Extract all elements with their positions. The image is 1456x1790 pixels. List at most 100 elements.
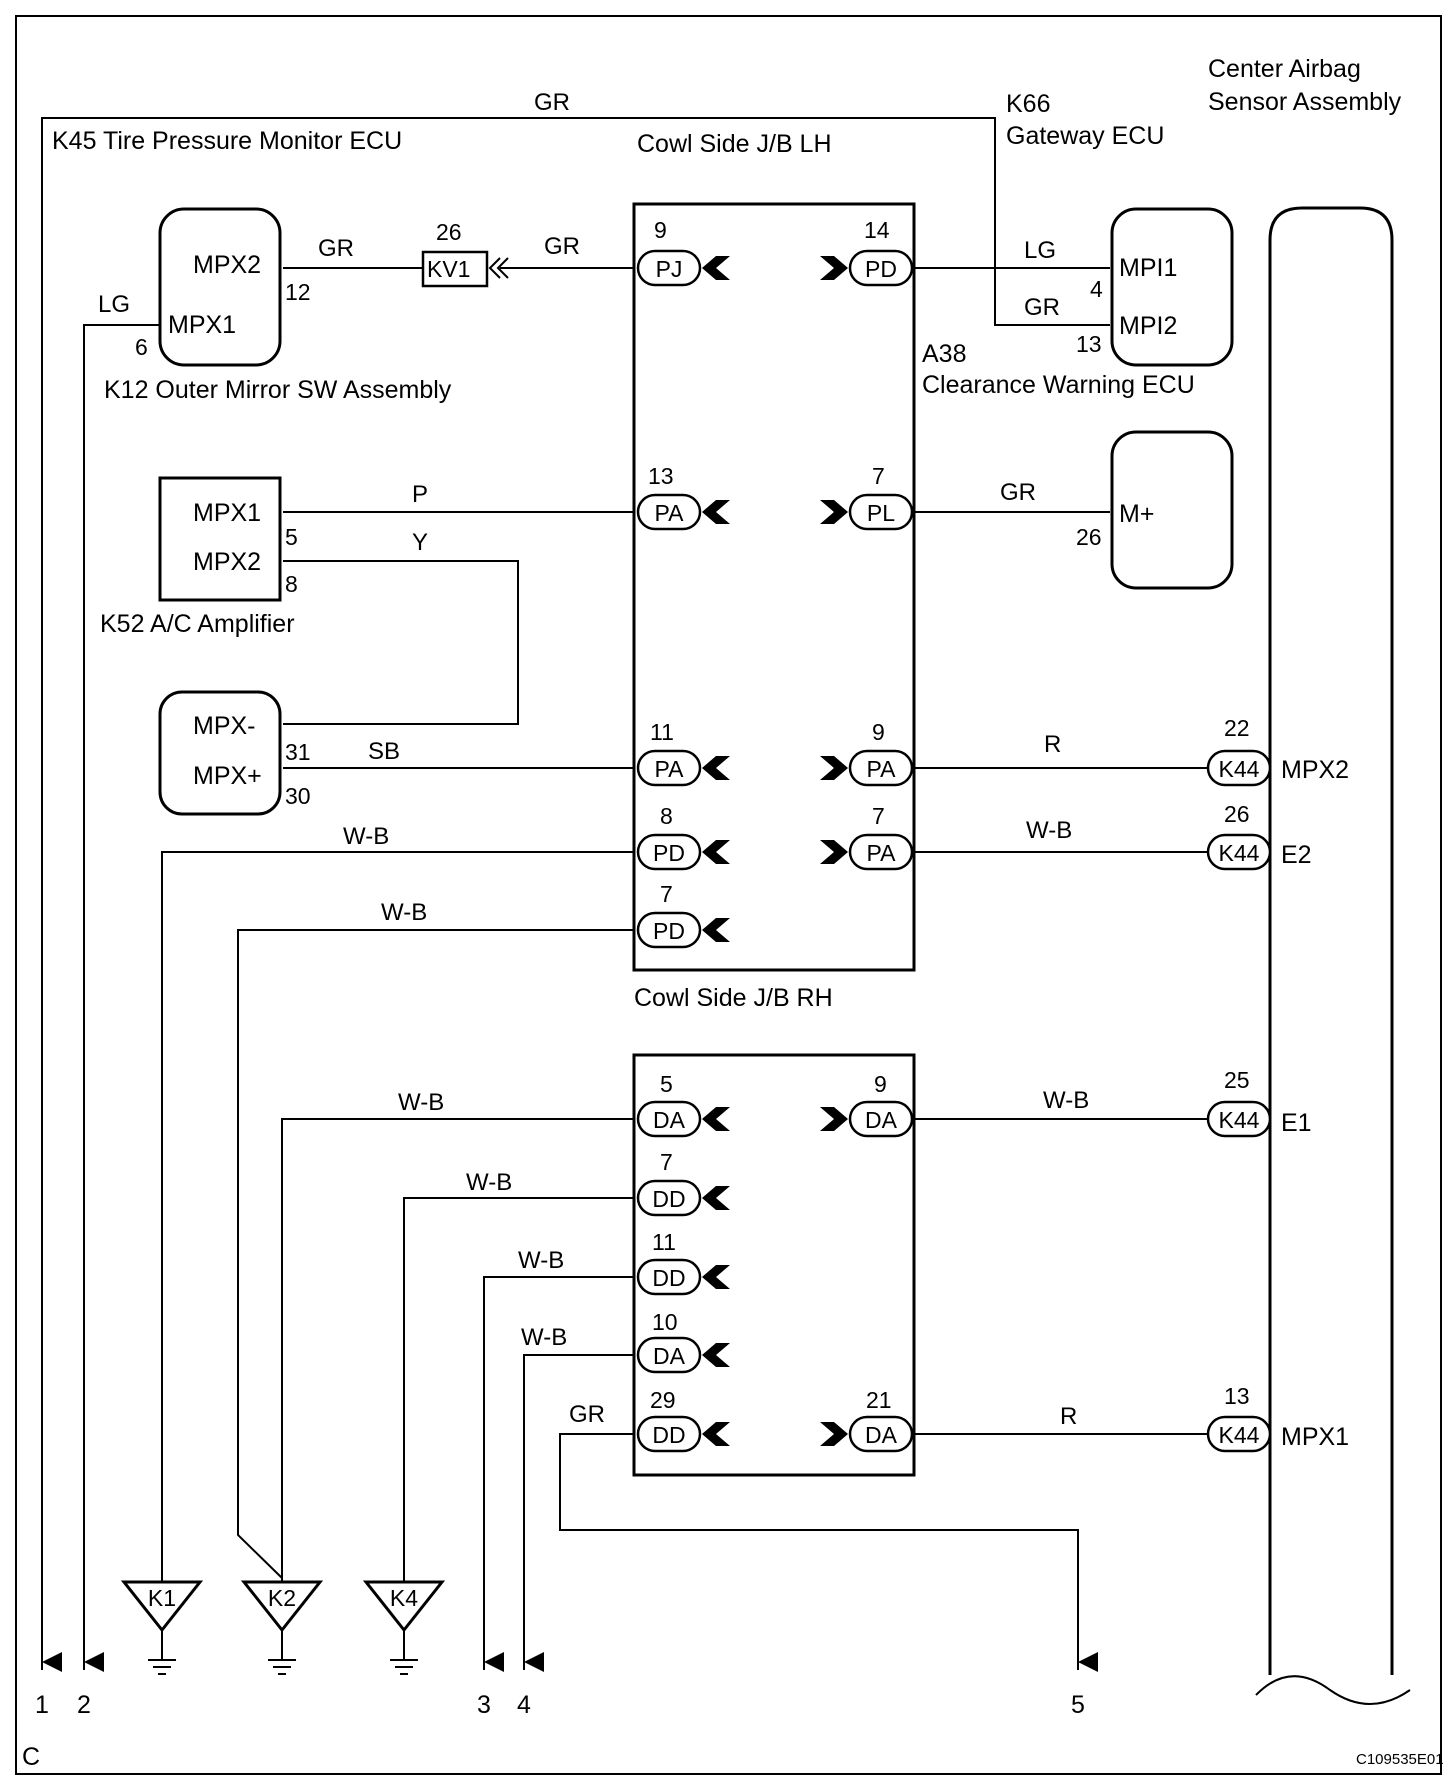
k52-mpx2-terminal: MPX2	[193, 548, 261, 576]
wire-wb-e2: W-B	[1026, 817, 1072, 844]
rh-da-code-5: DA	[653, 1107, 686, 1133]
lh-pa-pin-9: 9	[872, 719, 885, 745]
lh-pd-pin-14: 14	[864, 217, 890, 243]
figure-code: C109535E01	[1356, 1751, 1444, 1768]
ground-k4-label: K4	[390, 1585, 418, 1611]
cab-mpx2-terminal: MPX2	[1281, 756, 1349, 784]
a38-code: A38	[922, 340, 966, 368]
k44-pin-13: 13	[1224, 1383, 1250, 1409]
rh-dd-pin-29: 29	[650, 1387, 676, 1413]
center-airbag-break	[1255, 1675, 1411, 1705]
k52-pin-8: 8	[285, 571, 298, 597]
k44-code-e1: K44	[1219, 1107, 1260, 1133]
ground-k2-label: K2	[268, 1585, 296, 1611]
rh-dd-code-7: DD	[652, 1186, 685, 1212]
ground-symbols	[120, 1580, 446, 1675]
rh-da-code-10: DA	[653, 1343, 686, 1369]
wire-sb: SB	[368, 738, 400, 765]
rh-da-pin-5: 5	[660, 1071, 673, 1097]
diagram-frame	[15, 15, 1442, 1775]
output-2-label: 2	[77, 1691, 91, 1719]
lh-pj-code: PJ	[656, 256, 683, 282]
k45-box	[158, 690, 282, 816]
k12-mpx2-terminal: MPX2	[193, 251, 261, 279]
lh-pd-pin-7: 7	[660, 881, 673, 907]
output-3-label: 3	[477, 1691, 491, 1719]
a38-mplus-terminal: M+	[1119, 500, 1154, 528]
wire-wb-dd7: W-B	[466, 1169, 512, 1196]
k44-pin-26: 26	[1224, 801, 1250, 827]
a38-box	[1110, 430, 1234, 590]
corner-letter: C	[22, 1743, 40, 1771]
rh-dd-code-29: DD	[652, 1422, 685, 1448]
ground-k1-label: K1	[148, 1585, 176, 1611]
lh-pa-code-7: PA	[867, 840, 897, 866]
wire-lg-k12: LG	[98, 291, 130, 318]
k44-code-mpx2: K44	[1219, 756, 1260, 782]
k45-label: K45 Tire Pressure Monitor ECU	[52, 127, 402, 155]
k45-mpxm-terminal: MPX-	[193, 712, 256, 740]
lh-pa-code-13: PA	[655, 500, 685, 526]
output-1-label: 1	[35, 1691, 49, 1719]
k12-mpx1-terminal: MPX1	[168, 311, 236, 339]
k66-name: Gateway ECU	[1006, 122, 1164, 150]
wire-r-mpx1: R	[1060, 1403, 1077, 1430]
k44-pin-25: 25	[1224, 1067, 1250, 1093]
k12-label: K12 Outer Mirror SW Assembly	[104, 376, 452, 404]
lh-pa-pin-13: 13	[648, 463, 674, 489]
kv1-connector	[421, 250, 489, 288]
wire-wb-e1: W-B	[1043, 1087, 1089, 1114]
wire-wb-dd11: W-B	[518, 1247, 564, 1274]
k45-pin-31: 31	[285, 739, 311, 765]
lh-pa-code-9: PA	[867, 756, 897, 782]
k52-mpx1-terminal: MPX1	[193, 499, 261, 527]
cab-e2-terminal: E2	[1281, 841, 1312, 869]
a38-name: Clearance Warning ECU	[922, 371, 1195, 399]
output-5-label: 5	[1071, 1691, 1085, 1719]
k66-mpi2-terminal: MPI2	[1119, 312, 1177, 340]
jb-connectors	[636, 249, 1272, 1453]
rh-da-pin-10: 10	[652, 1309, 678, 1335]
k66-pin-4: 4	[1090, 276, 1103, 302]
k45-mpxp-terminal: MPX+	[193, 762, 262, 790]
k66-box	[1110, 207, 1234, 367]
wire-gr-kv1: GR	[544, 233, 580, 260]
a38-pin-26: 26	[1076, 524, 1102, 550]
wire-lg-k66: LG	[1024, 237, 1056, 264]
center-airbag-label-2: Sensor Assembly	[1208, 88, 1402, 116]
kv1-code: KV1	[427, 256, 470, 282]
wire-y: Y	[412, 529, 428, 556]
k52-box	[158, 476, 282, 602]
output-arrows	[41, 1652, 1098, 1672]
wire-wb-pd8: W-B	[343, 823, 389, 850]
center-airbag-box	[1268, 206, 1394, 1675]
rh-dd-pin-7: 7	[660, 1149, 673, 1175]
cab-mpx1-terminal: MPX1	[1281, 1423, 1349, 1451]
wire-gr-dd29: GR	[569, 1401, 605, 1428]
wire-gr-k66: GR	[1024, 294, 1060, 321]
wire-wb-da10: W-B	[521, 1324, 567, 1351]
cab-e1-terminal: E1	[1281, 1109, 1312, 1137]
kv1-pin-26: 26	[436, 219, 462, 245]
wire-gr-top: GR	[534, 89, 570, 116]
kv1-chevrons	[488, 257, 509, 279]
lh-pd-code-8: PD	[653, 840, 685, 866]
wire-p: P	[412, 481, 428, 508]
k44-pin-22: 22	[1224, 715, 1250, 741]
k66-pin-13: 13	[1076, 331, 1102, 357]
rh-da-code-9: DA	[865, 1107, 898, 1133]
lh-pa-code-11: PA	[655, 756, 685, 782]
k12-box	[158, 207, 282, 367]
lh-pl-code-7: PL	[867, 500, 895, 526]
k66-code: K66	[1006, 90, 1050, 118]
lh-pd-code-14: PD	[865, 256, 897, 282]
rh-dd-code-11: DD	[652, 1265, 685, 1291]
cowl-lh-label: Cowl Side J/B LH	[637, 130, 832, 158]
k12-pin-12: 12	[285, 279, 311, 305]
k52-pin-5: 5	[285, 524, 298, 550]
cowl-rh-label: Cowl Side J/B RH	[634, 984, 833, 1012]
rh-da-pin-9: 9	[874, 1071, 887, 1097]
wire-wb-pd7: W-B	[381, 899, 427, 926]
rh-da-code-21: DA	[865, 1422, 898, 1448]
wire-gr-a38: GR	[1000, 479, 1036, 506]
